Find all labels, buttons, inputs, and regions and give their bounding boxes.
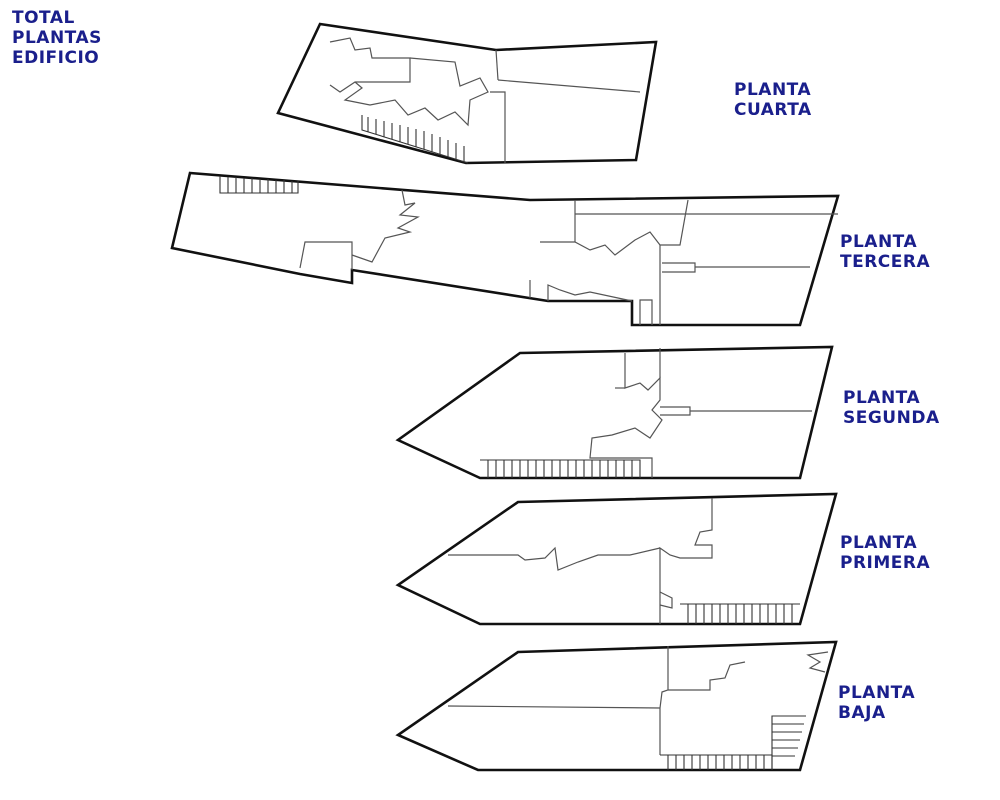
wall (806, 651, 829, 673)
label-line-1: PLANTA (843, 388, 921, 408)
stair-segunda (480, 459, 641, 478)
stair-tercera (219, 176, 299, 194)
label-line-1: PLANTA (734, 80, 812, 100)
wall (660, 406, 691, 416)
wall (495, 49, 499, 81)
wall (589, 353, 663, 478)
wall (639, 299, 653, 325)
title-line-3: EDIFICIO (12, 48, 100, 68)
title-line-1: TOTAL (12, 8, 75, 28)
label-planta-segunda: PLANTA SEGUNDA (843, 388, 940, 428)
outline-primera (395, 492, 838, 626)
outline-baja (395, 640, 838, 772)
wall (490, 91, 506, 163)
wall (540, 199, 689, 256)
stair-baja-2 (771, 715, 806, 770)
label-line-1: PLANTA (838, 683, 916, 703)
wall (547, 284, 633, 302)
label-planta-baja: PLANTA BAJA (838, 683, 915, 723)
floor-plan-baja (395, 640, 838, 772)
outline-cuarta (276, 22, 658, 165)
label-line-1: PLANTA (840, 232, 918, 252)
stair-primera (680, 603, 800, 624)
label-line-2: BAJA (838, 703, 886, 723)
stair-baja-1 (660, 754, 773, 770)
wall (447, 705, 661, 709)
wall (659, 498, 713, 624)
wall (299, 241, 353, 270)
wall (659, 591, 673, 609)
label-line-2: SEGUNDA (843, 408, 940, 428)
wall (668, 661, 746, 691)
wall (329, 37, 411, 93)
label-line-2: TERCERA (840, 252, 931, 272)
wall (448, 546, 661, 571)
outline-tercera (170, 171, 840, 327)
label-planta-primera: PLANTA PRIMERA (840, 533, 930, 573)
wall (343, 57, 489, 127)
label-line-1: PLANTA (840, 533, 918, 553)
floor-plan-cuarta (276, 22, 658, 165)
stair-cuarta (361, 115, 469, 164)
floor-plan-primera (395, 492, 838, 626)
wall (662, 262, 696, 273)
label-line-2: CUARTA (734, 100, 812, 120)
floor-plan-tercera (170, 171, 840, 327)
label-planta-tercera: PLANTA TERCERA (840, 232, 930, 272)
title-line-2: PLANTAS (12, 28, 102, 48)
wall (497, 79, 641, 93)
diagram-title: TOTAL PLANTAS EDIFICIO (12, 8, 102, 68)
wall (351, 189, 420, 263)
wall (659, 646, 669, 755)
label-planta-cuarta: PLANTA CUARTA (734, 80, 812, 120)
floor-plan-segunda (395, 345, 834, 480)
label-line-2: PRIMERA (840, 553, 931, 573)
